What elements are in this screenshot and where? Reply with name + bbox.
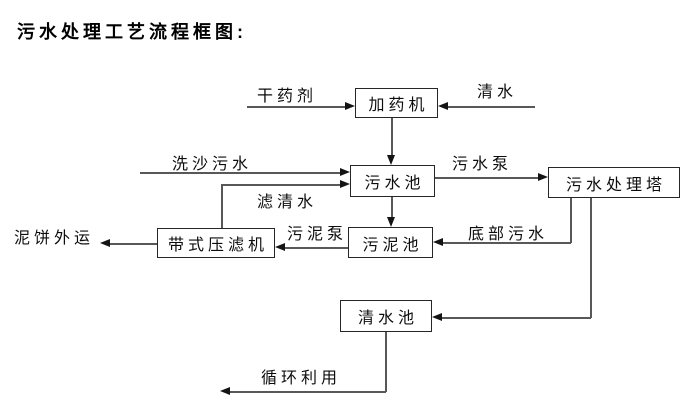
node-treatment-tower: 污水处理塔 [548, 167, 680, 198]
flow-line-dosing-to-pool [391, 118, 393, 156]
flow-line-bottom-wastewater [443, 242, 571, 244]
edge-label-sand-wash: 洗沙污水 [172, 156, 253, 173]
edge-label-sludge-pump: 污泥泵 [287, 226, 348, 243]
flow-line-bottom-wastewater-vertical [570, 198, 572, 243]
edge-label-bottom-wastewater: 底部污水 [468, 226, 549, 243]
node-clean-water-pool: 清水池 [340, 300, 432, 332]
flow-line-filtered-water [221, 184, 340, 186]
edge-label-mud-cake-out: 泥饼外运 [14, 230, 95, 247]
arrowhead-left-icon [100, 239, 110, 247]
flow-line-filtered-water-vertical [221, 184, 223, 228]
arrowhead-left-icon [275, 243, 285, 251]
flow-line-recycle [230, 391, 386, 393]
node-sludge-pool: 污泥池 [348, 227, 433, 258]
flow-line-wastewater-pump [435, 177, 538, 179]
arrowhead-left-icon [220, 387, 230, 395]
arrowhead-left-icon [432, 313, 442, 321]
flow-line-tower-to-clean [442, 317, 591, 319]
arrowhead-right-icon [345, 102, 355, 110]
arrowhead-down-icon [387, 155, 395, 165]
edge-label-dry-chemical: 干药剂 [257, 88, 318, 105]
flow-line-mud-cake-out [110, 243, 157, 245]
flow-line-pool-to-sludge [391, 197, 393, 218]
node-belt-filter-press: 带式压滤机 [157, 228, 275, 258]
flow-line-recycle-vertical [385, 332, 387, 392]
arrowhead-right-icon [340, 168, 350, 176]
node-dosing-machine: 加药机 [355, 88, 438, 118]
flow-line-sand-wash [140, 172, 340, 174]
edge-label-wastewater-pump: 污水泵 [452, 156, 513, 173]
arrowhead-left-icon [433, 238, 443, 246]
flow-line-dry-chemical [247, 106, 345, 108]
arrowhead-right-icon [340, 180, 350, 188]
page-title: 污水处理工艺流程框图: [17, 22, 247, 42]
arrowhead-left-icon [438, 102, 448, 110]
edge-label-recycle: 循环利用 [261, 370, 342, 387]
node-wastewater-pool: 污水池 [350, 165, 435, 197]
flow-line-tower-to-clean-vertical [590, 198, 592, 318]
arrowhead-right-icon [538, 173, 548, 181]
edge-label-filtered-water: 滤清水 [257, 194, 318, 211]
arrowhead-down-icon [387, 217, 395, 227]
flow-line-clean-water [448, 106, 535, 108]
flow-line-sludge-pump [285, 247, 348, 249]
edge-label-clean-water: 清水 [477, 84, 518, 101]
